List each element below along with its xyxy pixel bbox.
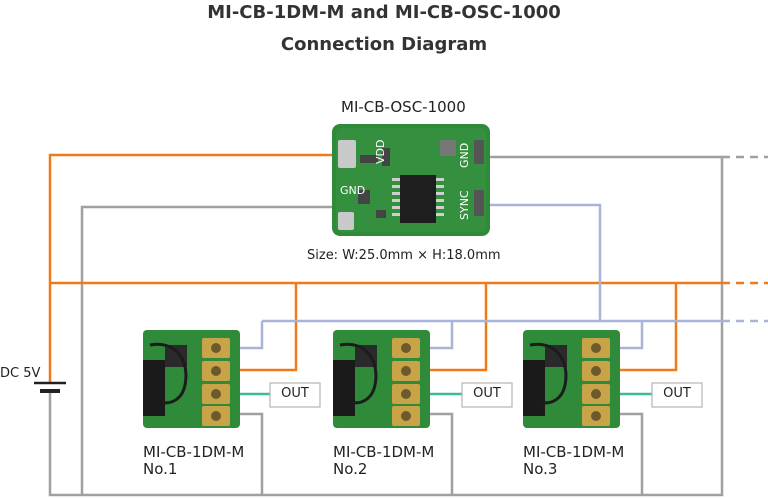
out-label-1: OUT xyxy=(281,386,309,401)
gnd-wires xyxy=(48,155,768,497)
osc-board-name: MI-CB-OSC-1000 xyxy=(341,98,466,116)
osc-pad-gnd xyxy=(474,140,484,164)
out-label-3: OUT xyxy=(663,386,691,401)
gnd-wire-module2 xyxy=(420,412,454,495)
diagram-title-line2: Connection Diagram xyxy=(280,34,488,55)
out-label-2: OUT xyxy=(473,386,501,401)
osc-silk-gnd-right: GND xyxy=(458,143,471,168)
module-number-3: No.3 xyxy=(523,460,558,478)
osc-board: VDD GND GND SYNC xyxy=(332,124,490,236)
out-box-3 xyxy=(651,382,703,408)
vdd-wire-module2 xyxy=(420,283,488,372)
module-name-1: MI-CB-1DM-M xyxy=(143,443,245,461)
diagram-title-line1: MI-CB-1DM-M and MI-CB-OSC-1000 xyxy=(207,2,561,23)
sync-wire-module3 xyxy=(610,321,644,350)
module-board-3 xyxy=(523,330,620,428)
out-boxes xyxy=(269,382,703,408)
sync-wire-osc xyxy=(488,203,602,321)
module-board-1 xyxy=(143,330,240,428)
osc-silk-sync: SYNC xyxy=(458,190,471,220)
vdd-wires xyxy=(48,153,768,382)
osc-pad-sync xyxy=(474,190,484,216)
module-name-3: MI-CB-1DM-M xyxy=(523,443,625,461)
vdd-wire-module1 xyxy=(230,283,298,372)
osc-ic xyxy=(400,175,436,223)
gnd-wire-module1 xyxy=(230,412,264,495)
vdd-wire-module3 xyxy=(610,283,678,372)
module-board-2 xyxy=(333,330,430,428)
battery-symbol xyxy=(34,381,66,393)
out-box-2 xyxy=(461,382,513,408)
osc-silk-vdd: VDD xyxy=(374,140,387,164)
power-label: DC 5V xyxy=(0,366,41,381)
gnd-wire-osc-left xyxy=(80,205,335,495)
sync-wires xyxy=(230,203,768,350)
module-label-1: MI-CB-1DM-M No.1 xyxy=(143,444,244,478)
out-box-1 xyxy=(269,382,321,408)
vdd-wire-osc xyxy=(48,153,335,382)
module-label-2: MI-CB-1DM-M No.2 xyxy=(333,444,434,478)
osc-size-text: Size: W:25.0mm × H:18.0mm xyxy=(307,248,501,263)
sync-wire-module1 xyxy=(230,321,264,350)
sync-wire-module2 xyxy=(420,321,454,350)
module-label-3: MI-CB-1DM-M No.3 xyxy=(523,444,624,478)
module-number-2: No.2 xyxy=(333,460,368,478)
module-number-1: No.1 xyxy=(143,460,178,478)
osc-silk-gnd-left: GND xyxy=(340,184,365,197)
osc-pad-bl xyxy=(338,212,354,230)
gnd-wire-osc-top xyxy=(48,155,724,497)
module-name-2: MI-CB-1DM-M xyxy=(333,443,435,461)
gnd-wire-module3 xyxy=(610,412,644,495)
osc-pad-vdd xyxy=(338,140,356,168)
